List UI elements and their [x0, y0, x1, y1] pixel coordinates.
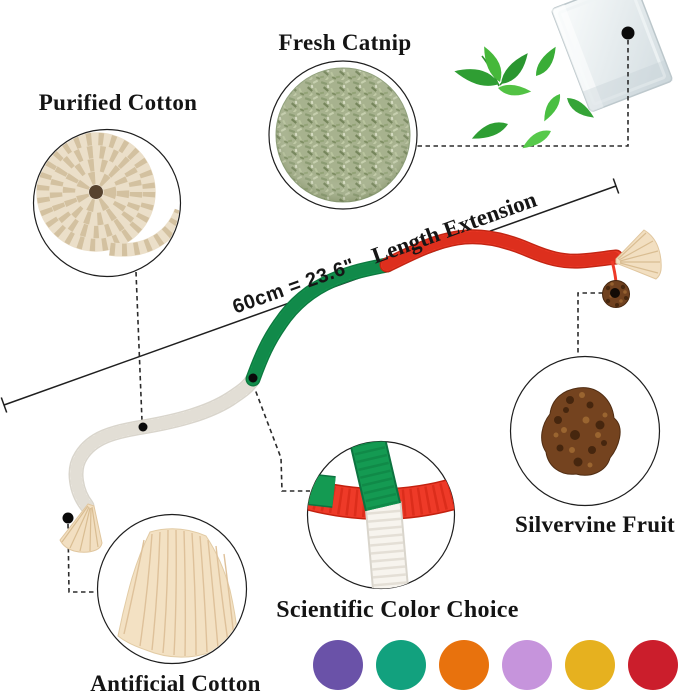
silvervine-circle — [509, 355, 661, 507]
connector-color-choice — [252, 383, 310, 492]
marker-dots — [62, 26, 635, 524]
mint-leaf — [471, 122, 508, 139]
bead-hole — [610, 288, 620, 298]
mint-leaf — [484, 46, 502, 82]
mint-leaf — [544, 94, 561, 122]
mint-leaf — [522, 130, 551, 149]
mint-leaf — [454, 69, 499, 86]
color-dot — [376, 640, 426, 690]
measurement-tick-right — [612, 178, 620, 194]
fresh-catnip-circle — [268, 60, 418, 210]
mint-leaf — [501, 53, 528, 84]
bag-marker-dot — [621, 26, 635, 40]
dashed-connectors — [67, 40, 629, 593]
junction-dot — [138, 422, 148, 432]
mint-leaf — [498, 84, 532, 96]
catnip-bag — [551, 0, 673, 113]
connector-silvervine — [577, 292, 603, 356]
silvervine-fruit-bead — [602, 280, 630, 308]
scientific-color-choice-label: Scientific Color Choice — [276, 597, 519, 623]
mint-leaf — [535, 46, 556, 76]
rope-detail-photo — [307, 441, 455, 589]
mint-leaves — [454, 46, 595, 149]
color-dot — [313, 640, 363, 690]
connector-catnip-bag — [417, 40, 629, 147]
rope-tassel-right — [615, 229, 662, 280]
silvervine-fruit-label: Silvervine Fruit — [514, 512, 676, 537]
silvervine-fruit-photo — [541, 387, 621, 476]
color-dot — [565, 640, 615, 690]
junction-dot — [62, 512, 74, 524]
color-dot — [628, 640, 678, 690]
purified-cotton-circle — [32, 128, 182, 278]
connector-purified-cotton — [135, 271, 143, 422]
coil-center-hole — [89, 185, 103, 199]
fresh-catnip-label: Fresh Catnip — [278, 30, 412, 55]
junction-dot — [248, 373, 258, 383]
mint-leaf — [567, 98, 595, 118]
connector-antificial-cotton — [67, 523, 97, 593]
color-dot — [439, 640, 489, 690]
tassel-photo — [117, 528, 239, 658]
antificial-cotton-circle — [96, 513, 248, 665]
color-detail-circle — [306, 440, 456, 590]
rope-coil-photo — [36, 132, 180, 257]
rope-tassel-left — [59, 503, 103, 553]
color-dot — [502, 640, 552, 690]
purified-cotton-label: Purified Cotton — [38, 90, 198, 115]
palette-row — [313, 640, 678, 690]
measurement-tick-left — [0, 397, 8, 413]
antificial-cotton-label: Antificial Cotton — [90, 671, 261, 695]
